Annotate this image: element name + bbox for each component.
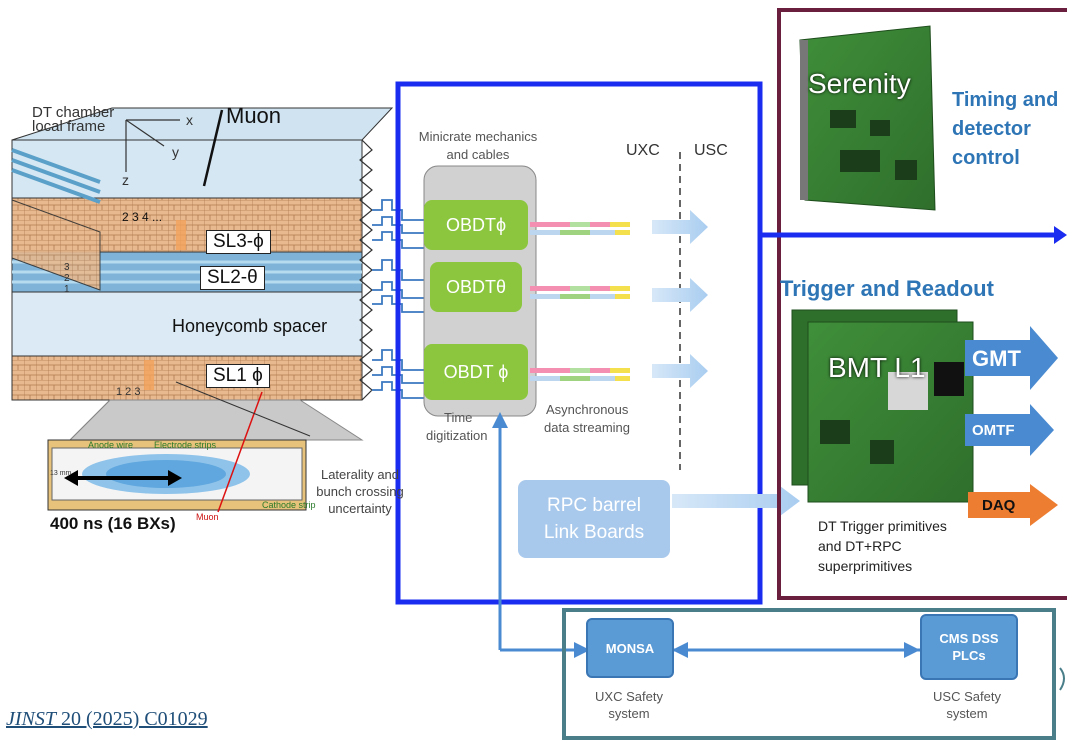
safety-link xyxy=(498,418,920,652)
gmt-label: GMT xyxy=(972,346,1021,371)
gmt-arrow xyxy=(965,326,1058,390)
chamber-muon-label: Muon xyxy=(226,103,282,128)
cathode-label: Cathode strip xyxy=(262,500,316,510)
axis-z-label: z xyxy=(122,172,129,188)
height-label: 13 mm xyxy=(50,470,72,477)
uxc-safety-line-1: UXC Safety xyxy=(595,689,663,704)
sl1-label: SL1 ϕ xyxy=(206,364,270,388)
dss-line-2: PLCs xyxy=(952,648,986,663)
trigger-desc-2: and DT+RPC xyxy=(818,538,902,554)
safety-frame xyxy=(562,608,1056,740)
omtf-arrow xyxy=(965,404,1054,456)
rpc-line-1: RPC barrel xyxy=(547,495,641,516)
uxc-label: UXC xyxy=(626,142,660,159)
inset-muon-label: Muon xyxy=(196,512,219,522)
usc-safety-text: USC Safety system xyxy=(918,688,1016,722)
electrode-label: Electrode strips xyxy=(154,440,217,450)
cell-numbers-side: 3 2 1 xyxy=(64,262,70,295)
stream-arrows xyxy=(652,210,800,516)
stream-label-1: Asynchronous xyxy=(546,402,629,417)
rpc-link-boards: RPC barrel Link Boards xyxy=(518,480,670,558)
obdt-theta: OBDTθ xyxy=(430,262,522,312)
bmt-board xyxy=(791,309,974,503)
frame-label-2: local frame xyxy=(32,118,106,135)
sl3-label: SL3-ϕ xyxy=(206,230,271,254)
time-label-1: Time xyxy=(444,410,473,425)
uncertainty-label: Laterality and bunch crossing uncertaint… xyxy=(316,467,404,516)
monsa-box: MONSA xyxy=(586,618,674,678)
minicrate-frame xyxy=(395,81,763,605)
bmt-label: BMT L1 xyxy=(828,352,926,383)
frame-label-1: DT chamber xyxy=(32,104,115,121)
small-row-numbers: 1 2 3 xyxy=(116,386,141,398)
citation-rest: 20 (2025) C01029 xyxy=(56,708,208,730)
obdt-phi-bottom: OBDT ϕ xyxy=(424,344,528,400)
uxc-safety-line-2: system xyxy=(608,706,650,721)
axis-y-label: y xyxy=(172,144,179,160)
trigger-desc-1: DT Trigger primitives xyxy=(818,518,947,534)
time-label-2: digitization xyxy=(426,428,488,443)
usc-label: USC xyxy=(694,142,728,159)
dt-chamber xyxy=(11,107,424,401)
citation-link[interactable]: JINST 20 (2025) C01029 xyxy=(6,708,208,731)
trigger-desc-3: superprimitives xyxy=(818,558,913,574)
rpc-line-2: Link Boards xyxy=(543,522,645,543)
stream-label-2: data streaming xyxy=(544,420,630,435)
usc-safety-line-2: system xyxy=(946,706,988,721)
mechanics-label: Minicrate mechanics and cables xyxy=(418,129,538,162)
backend-frame xyxy=(777,8,1067,600)
timing-line-3: control xyxy=(952,147,1020,169)
anode-label: Anode wire xyxy=(88,440,134,450)
cell-inset xyxy=(47,381,364,513)
daq-label: DAQ xyxy=(982,497,1016,514)
timing-label: 400 ns (16 BXs) xyxy=(50,514,176,533)
cms-dss-box: CMS DSS PLCs xyxy=(920,614,1018,680)
monsa-label: MONSA xyxy=(605,640,655,656)
serenity-board xyxy=(799,25,936,211)
sl2-label: SL2-θ xyxy=(200,266,265,290)
data-stream-bars xyxy=(530,222,630,381)
omtf-label: OMTF xyxy=(972,422,1015,439)
timing-line-1: Timing and xyxy=(952,89,1059,111)
cell-numbers: 2 3 4 ... xyxy=(122,210,163,224)
usc-safety-line-1: USC Safety xyxy=(933,689,1001,704)
dss-line-1: CMS DSS xyxy=(939,631,999,646)
serenity-label: Serenity xyxy=(808,68,911,99)
honeycomb-label: Honeycomb spacer xyxy=(172,316,328,336)
trigger-title: Trigger and Readout xyxy=(780,276,994,301)
uxc-safety-text: UXC Safety system xyxy=(580,688,678,722)
timing-line-2: detector xyxy=(952,118,1031,140)
obdt-phi-top: OBDTϕ xyxy=(424,200,528,250)
citation-journal: JINST xyxy=(6,708,56,730)
daq-arrow xyxy=(968,484,1058,526)
axis-x-label: x xyxy=(186,112,193,128)
